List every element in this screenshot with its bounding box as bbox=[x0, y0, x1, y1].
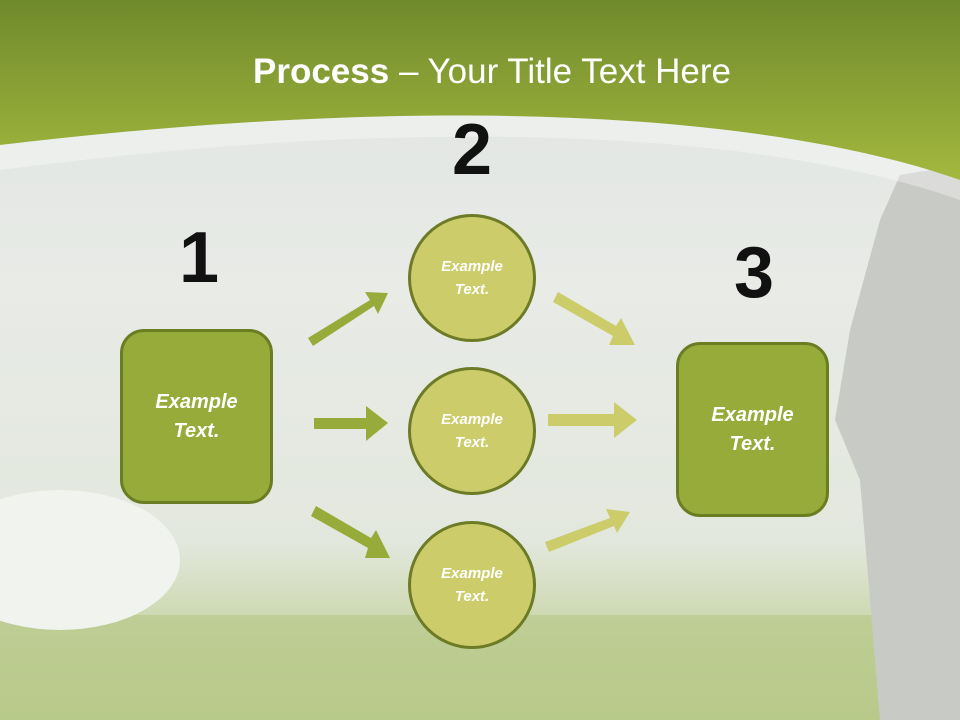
slide-title: Process – Your Title Text Here bbox=[0, 52, 960, 92]
title-rest: – Your Title Text Here bbox=[389, 52, 731, 91]
circle-1-label: Example Text. bbox=[441, 258, 503, 298]
step-3-box: Example Text. bbox=[676, 342, 829, 517]
person-silhouette bbox=[835, 165, 960, 720]
step-3-label: Example Text. bbox=[711, 403, 794, 455]
title-bold: Process bbox=[253, 52, 390, 91]
circle-3-label: Example Text. bbox=[441, 565, 503, 605]
arrow-1-to-circle-1 bbox=[308, 292, 388, 346]
step-2-circle-2: Example Text. bbox=[408, 367, 536, 495]
step-number-1: 1 bbox=[178, 218, 220, 298]
arrow-circle-2-to-3 bbox=[548, 402, 637, 438]
arrow-1-to-circle-2 bbox=[314, 406, 388, 441]
step-2-circle-1: Example Text. bbox=[408, 214, 536, 342]
header-band bbox=[0, 0, 960, 180]
cloud bbox=[0, 490, 180, 630]
step-number-3: 3 bbox=[733, 233, 775, 313]
step-1-label: Example Text. bbox=[155, 390, 238, 442]
arrows bbox=[308, 292, 637, 558]
step-2-circle-3: Example Text. bbox=[408, 521, 536, 649]
header-swoosh bbox=[0, 115, 960, 200]
step-1-box: Example Text. bbox=[120, 329, 273, 504]
step-number-2: 2 bbox=[451, 110, 493, 190]
arrow-circle-3-to-3 bbox=[545, 509, 630, 552]
arrow-1-to-circle-3 bbox=[311, 506, 390, 558]
arrow-circle-1-to-3 bbox=[553, 292, 635, 345]
circle-2-label: Example Text. bbox=[441, 411, 503, 451]
